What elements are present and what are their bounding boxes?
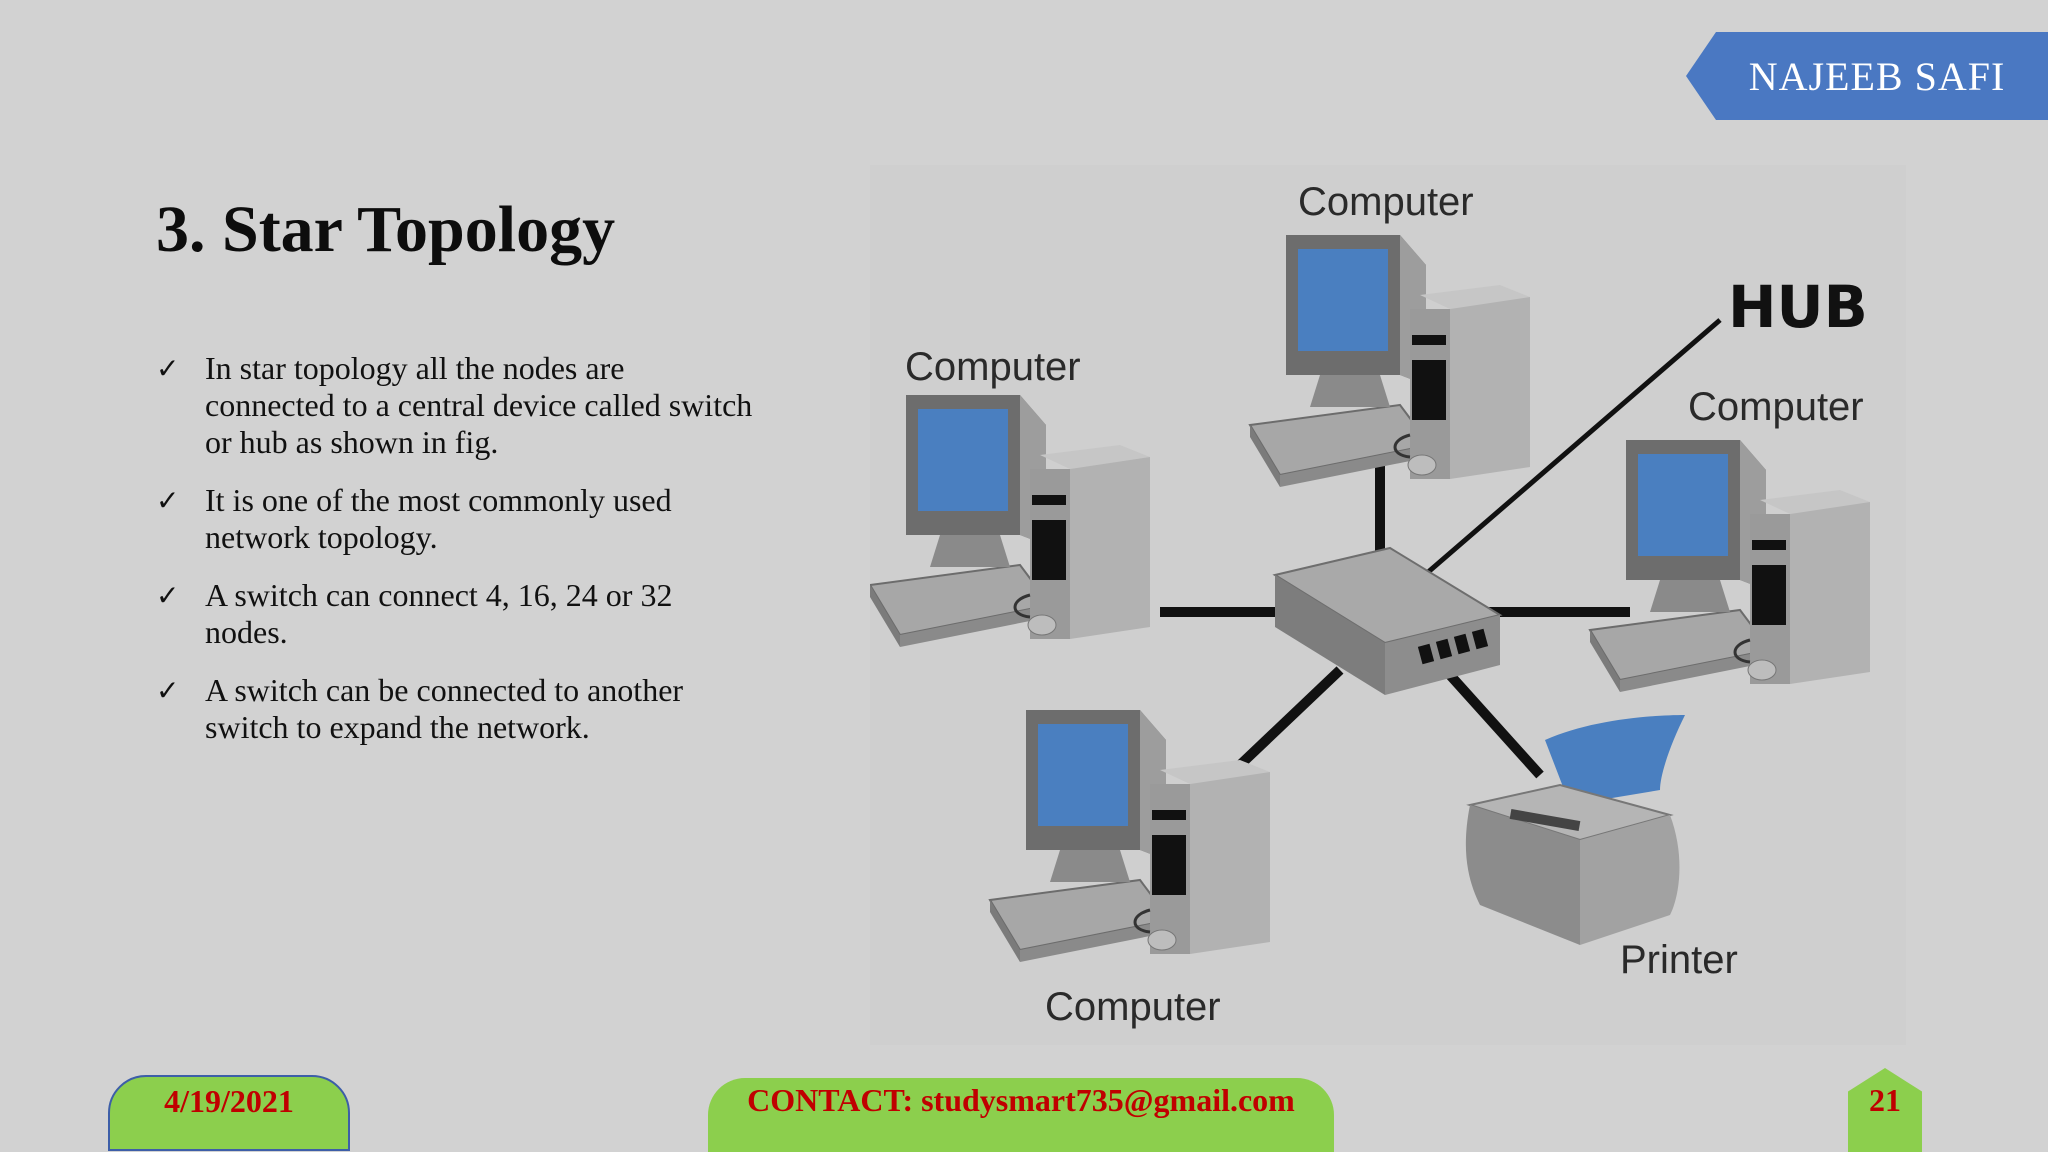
check-icon: ✓ <box>156 674 180 707</box>
bullet-text: It is one of the most commonly used netw… <box>205 482 672 555</box>
hub-pointer-line <box>1388 318 1722 607</box>
label-computer-right: Computer <box>1688 385 1864 429</box>
label-computer-bottom: Computer <box>1045 985 1221 1029</box>
footer-date: 4/19/2021 <box>164 1083 294 1119</box>
bullet-item: ✓ A switch can connect 4, 16, 24 or 32 n… <box>156 577 756 651</box>
cable-bottom <box>1236 666 1344 769</box>
star-topology-diagram: Computer Computer Computer Computer HUB … <box>870 180 1872 1029</box>
label-hub: HUB <box>1728 273 1868 341</box>
bullet-text: A switch can be connected to another swi… <box>205 672 684 745</box>
page-number: 21 <box>1869 1082 1901 1118</box>
footer-contact: CONTACT: studysmart735@gmail.com <box>747 1082 1295 1118</box>
computer-bottom-icon <box>988 708 1272 964</box>
check-icon: ✓ <box>156 579 180 612</box>
printer-icon <box>1465 715 1685 945</box>
computer-left-icon <box>870 393 1152 649</box>
computer-top-icon <box>1248 233 1532 489</box>
check-icon: ✓ <box>156 484 180 517</box>
label-computer-top: Computer <box>1298 180 1474 224</box>
cable-printer <box>1446 671 1544 779</box>
author-banner: NAJEEB SAFI <box>1686 32 2048 120</box>
check-icon: ✓ <box>156 352 180 385</box>
computer-right-icon <box>1588 438 1872 694</box>
footer-contact-badge: CONTACT: studysmart735@gmail.com <box>708 1078 1334 1152</box>
bullet-list: ✓ In star topology all the nodes are con… <box>156 350 756 767</box>
label-computer-left: Computer <box>905 345 1081 389</box>
bullet-text: A switch can connect 4, 16, 24 or 32 nod… <box>205 577 673 650</box>
bullet-item: ✓ A switch can be connected to another s… <box>156 672 756 746</box>
bullet-text: In star topology all the nodes are conne… <box>205 350 753 460</box>
author-name: NAJEEB SAFI <box>1748 53 2006 99</box>
star-topology-figure: Computer Computer Computer Computer HUB … <box>870 165 1906 1045</box>
hub-device <box>1272 546 1503 695</box>
bullet-item: ✓ It is one of the most commonly used ne… <box>156 482 756 556</box>
slide-title: 3. Star Topology <box>156 193 616 266</box>
footer-page-badge: 21 <box>1848 1068 1922 1152</box>
bullet-item: ✓ In star topology all the nodes are con… <box>156 350 756 461</box>
footer-date-badge: 4/19/2021 <box>108 1075 350 1151</box>
label-printer: Printer <box>1620 938 1738 982</box>
